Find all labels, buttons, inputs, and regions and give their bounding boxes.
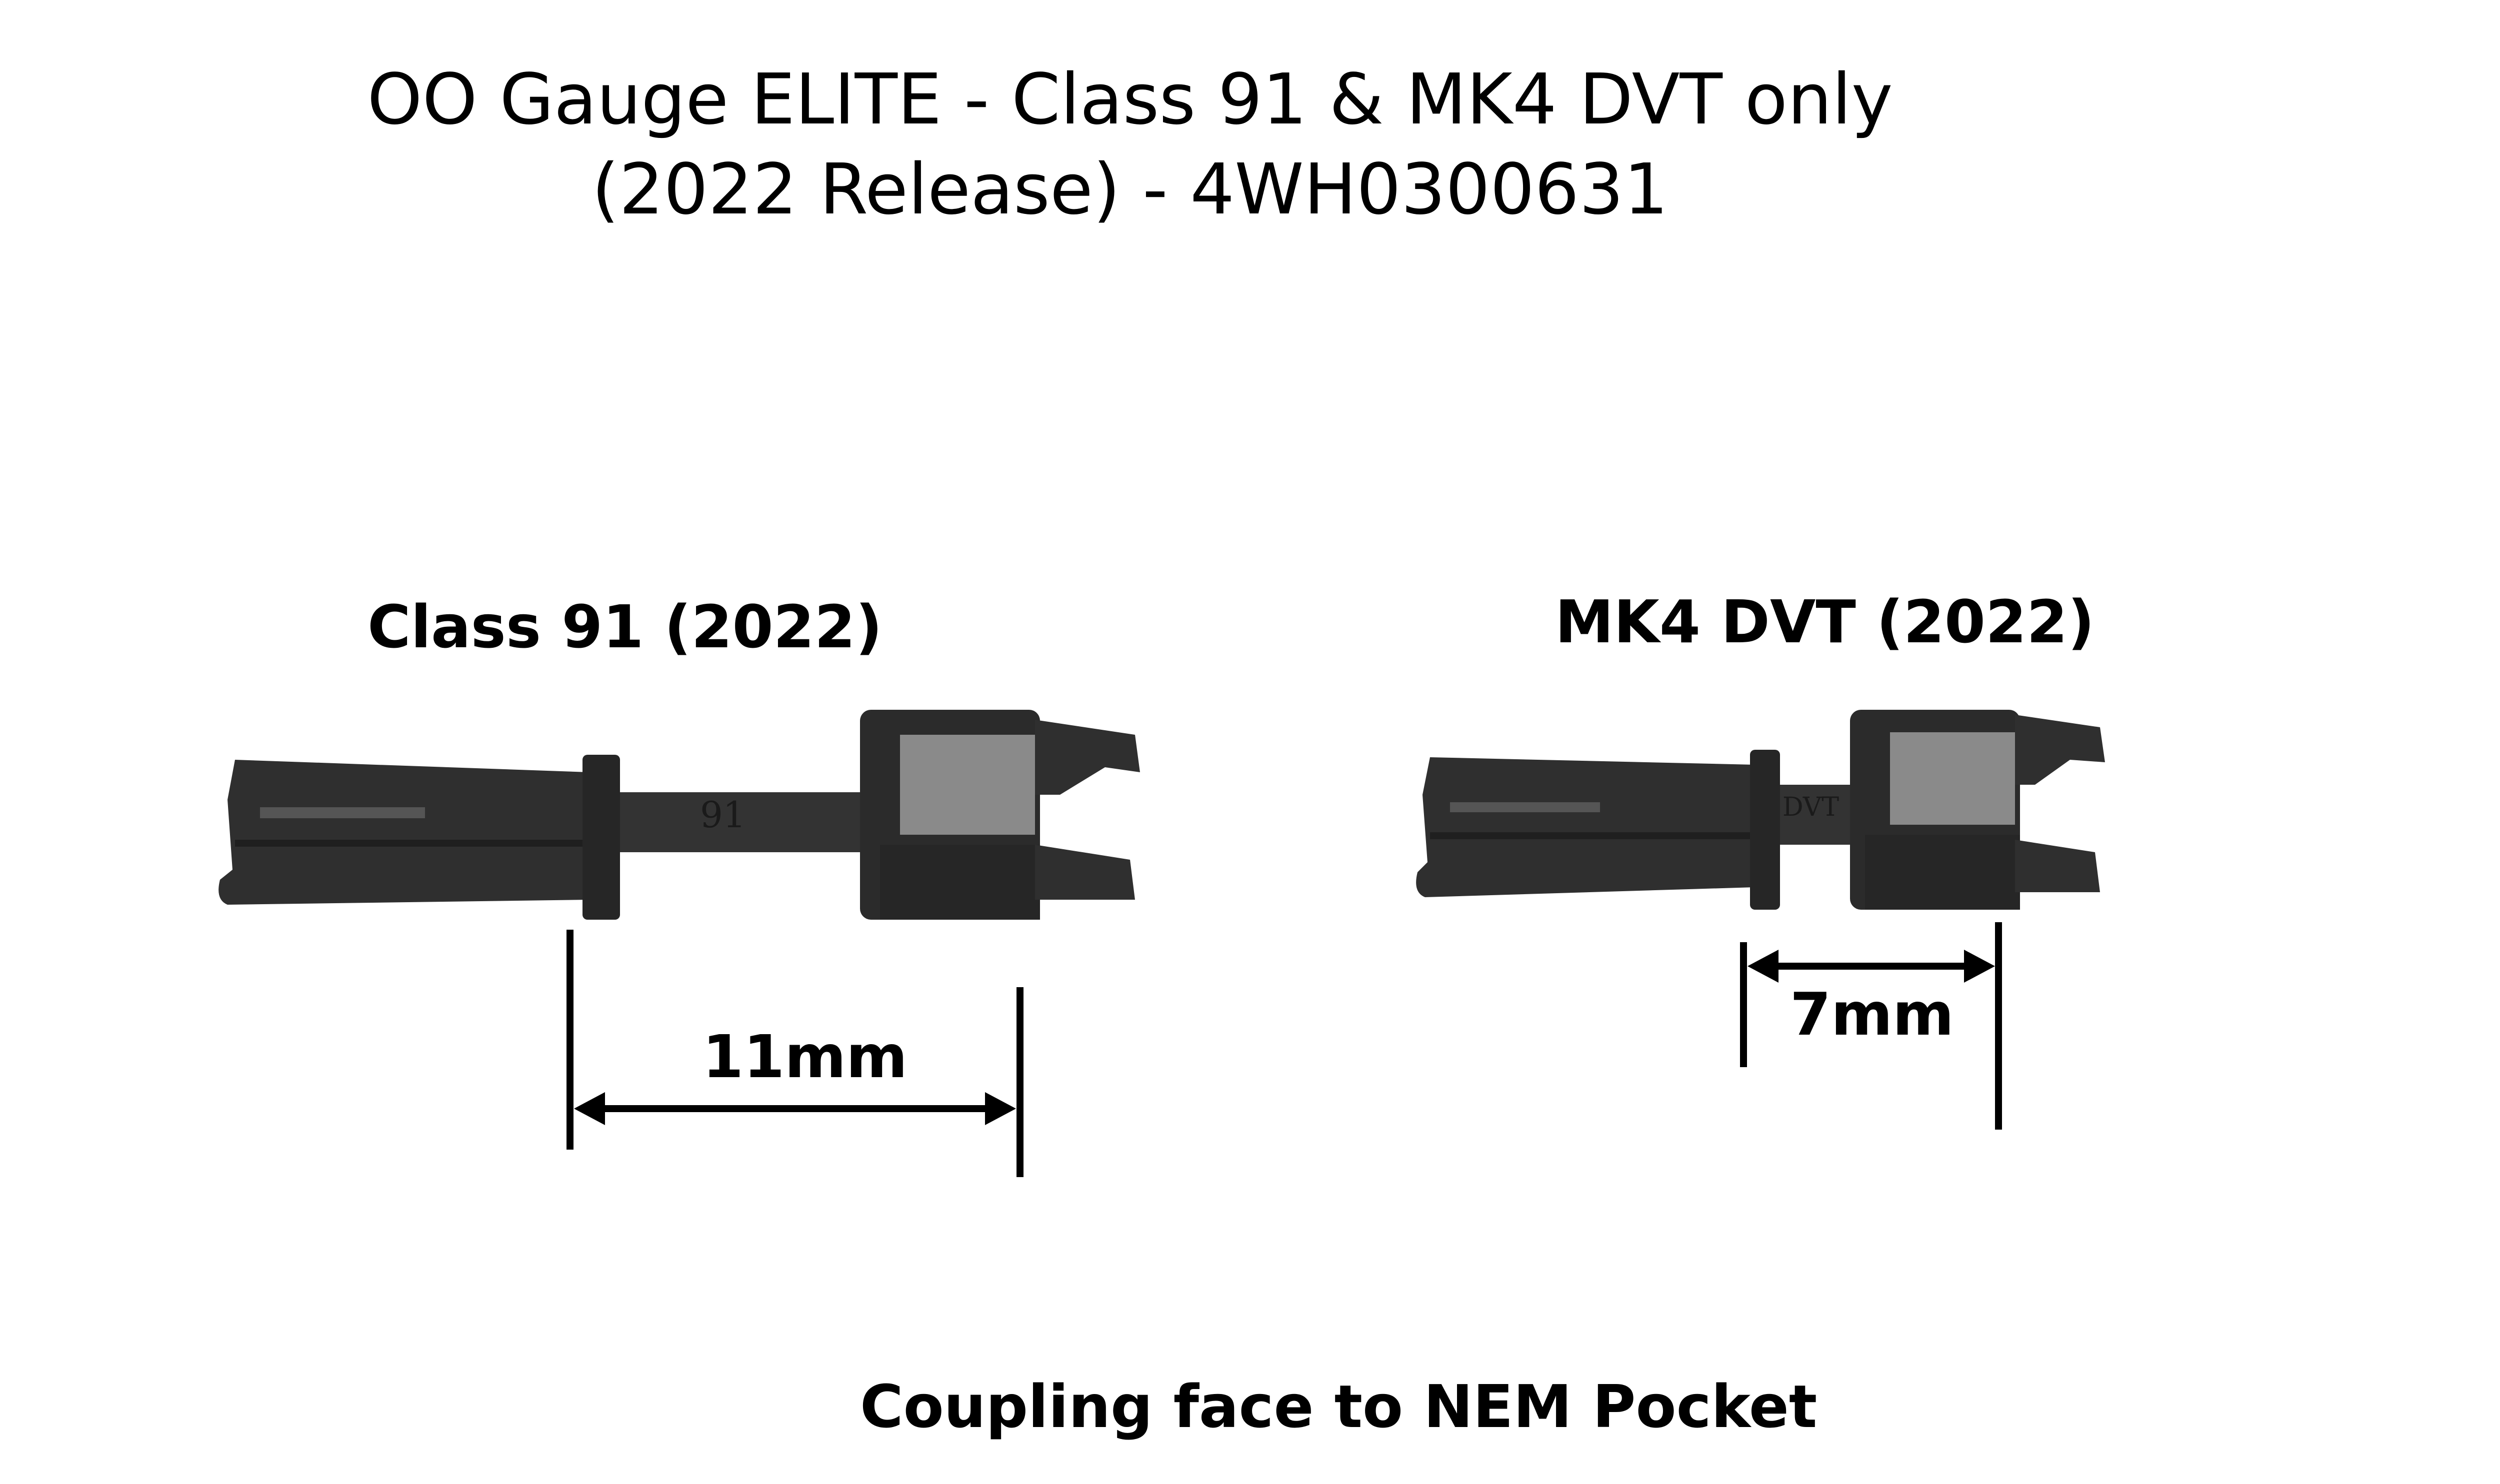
mk4-dvt-coupling-image: DVT bbox=[1416, 710, 2105, 910]
footer-caption: Coupling face to NEM Pocket bbox=[860, 1372, 1818, 1441]
mk4-dvt-label: MK4 DVT (2022) bbox=[1555, 587, 2095, 656]
mk4-dvt-dimension bbox=[1740, 922, 2002, 1130]
title-line-1: OO Gauge ELITE - Class 91 & MK4 DVT only bbox=[367, 59, 1893, 140]
class-91-label: Class 91 (2022) bbox=[368, 592, 882, 661]
page-title: OO Gauge ELITE - Class 91 & MK4 DVT only… bbox=[0, 55, 2260, 235]
mk4-dvt-lower-jaw bbox=[2015, 840, 2100, 892]
class-91-dimension bbox=[566, 930, 1024, 1177]
mk4-dvt-shank-slot bbox=[1450, 802, 1600, 812]
class-91-shank bbox=[218, 760, 590, 905]
class-91-dimension-label: 11mm bbox=[702, 1022, 908, 1091]
mk4-dvt-stamp: DVT bbox=[1782, 792, 1839, 822]
mk4-dvt-upper-jaw bbox=[2015, 715, 2105, 785]
class-91-coupling-image: 91 bbox=[218, 710, 1140, 920]
class-91-shank-slot bbox=[260, 807, 425, 818]
class-91-dim-arrowhead-left bbox=[574, 1092, 605, 1125]
class-91-collar bbox=[582, 755, 620, 920]
mk4-dvt-dimension-label: 7mm bbox=[1790, 980, 1954, 1049]
class-91-shank-groove bbox=[235, 840, 585, 847]
mk4-dvt-dim-arrowhead-right bbox=[1964, 950, 1995, 983]
class-91-head-base bbox=[880, 845, 1040, 920]
mk4-dvt-dim-arrowhead-left bbox=[1748, 950, 1778, 983]
class-91-lower-jaw bbox=[1035, 845, 1135, 900]
title-line-2: (2022 Release) - 4WH0300631 bbox=[592, 149, 1668, 230]
mk4-dvt-head-face bbox=[1890, 732, 2015, 825]
mk4-dvt-shank-groove bbox=[1430, 832, 1750, 839]
class-91-dim-arrowhead-right bbox=[985, 1092, 1016, 1125]
mk4-dvt-head-base bbox=[1865, 835, 2020, 910]
mk4-dvt-collar bbox=[1750, 750, 1780, 910]
class-91-head-face bbox=[900, 735, 1035, 835]
class-91-stamp: 91 bbox=[700, 794, 746, 836]
mk4-dvt-shank bbox=[1416, 757, 1755, 897]
class-91-neck bbox=[620, 792, 870, 852]
class-91-upper-jaw bbox=[1035, 720, 1140, 795]
